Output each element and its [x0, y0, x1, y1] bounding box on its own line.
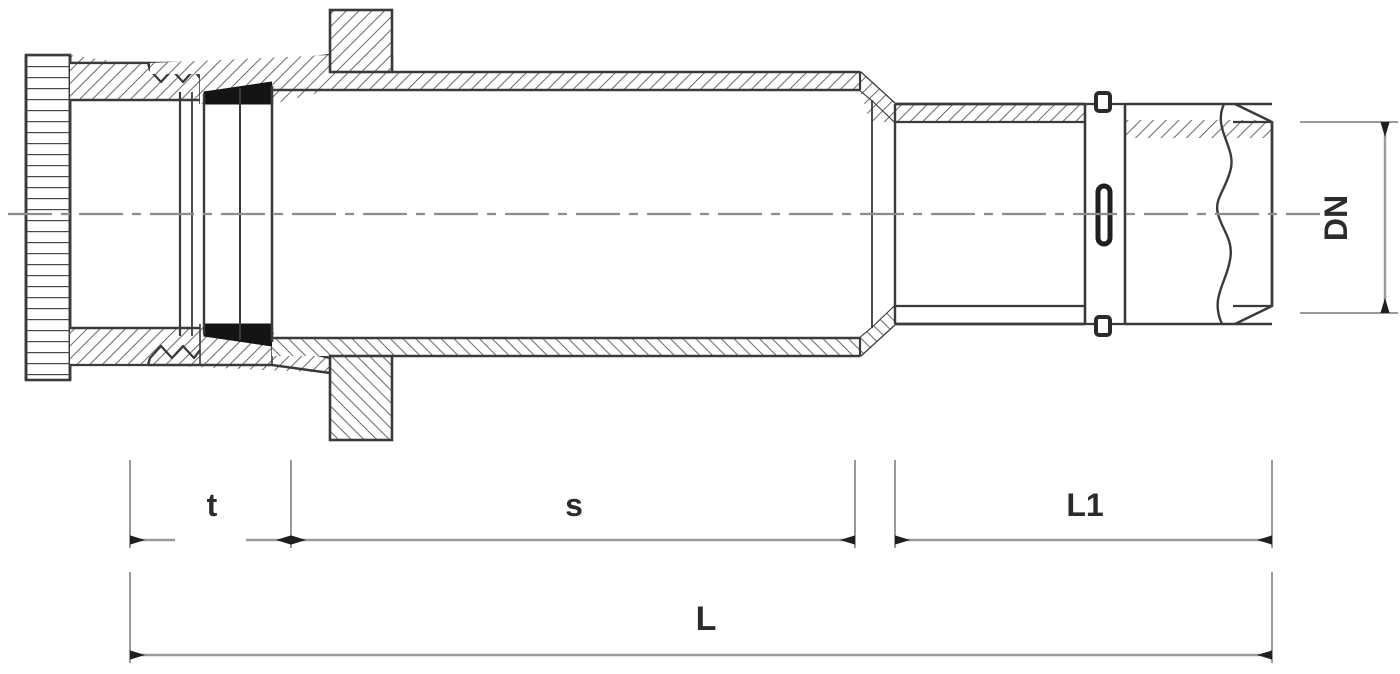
dimension-label-s: s [565, 487, 583, 523]
dimension-label-dn: DN [1318, 195, 1354, 241]
collar-tab-top [1094, 91, 1112, 113]
dimension-s: s [291, 487, 855, 545]
dimension-t: t [130, 487, 291, 545]
reinforcing-rib [328, 8, 394, 442]
flange-plate [24, 53, 72, 382]
dimension-label-t: t [207, 487, 218, 523]
barrel-upper [272, 70, 860, 92]
barrel-lower [272, 336, 860, 358]
dimension-lines: t s L1 L DN [129, 121, 1398, 663]
dimension-label-l1: L1 [1066, 487, 1103, 523]
spigot-barrel [895, 102, 1085, 326]
dimension-l: L [130, 600, 1272, 660]
taper-shoulder [858, 71, 1085, 357]
dimension-dn: DN [1300, 121, 1398, 314]
dimension-l1: L1 [895, 487, 1272, 545]
extension-lines [129, 460, 1273, 663]
dimension-label-l: L [696, 600, 717, 638]
collar-tab-bottom [1094, 315, 1112, 337]
